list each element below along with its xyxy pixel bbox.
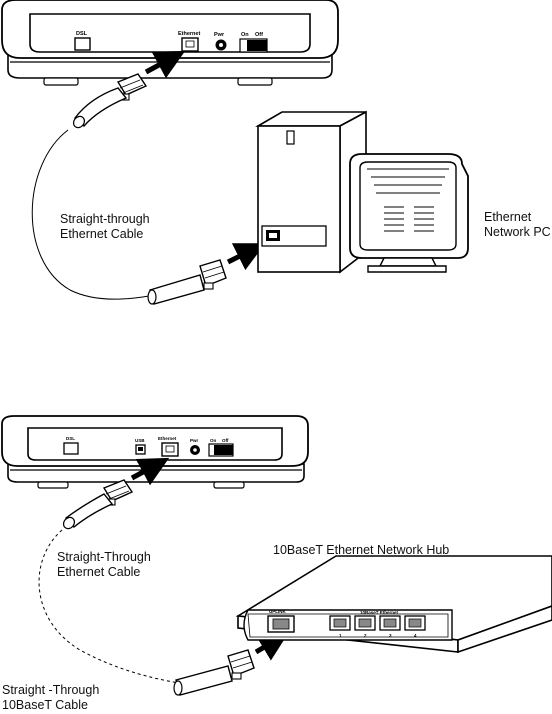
hub-port-3 [380,616,400,630]
off-label-2: Off [222,438,229,443]
uplink-label: UPLINK [269,609,287,614]
dsl-port-label-2: DSL [66,436,75,441]
usb-port-label: USB [135,438,145,443]
hub-title: 10BaseT Ethernet Network Hub [273,543,449,558]
bottom-label-line-1: Straight -Through [2,683,99,698]
network-hub: UPLINK 10BaseT Ethernet 1 2 3 4 [238,556,552,652]
ethernet-port [182,38,198,51]
dsl-port-label: DSL [76,31,88,37]
cable-plug-2a [61,480,132,531]
cable-label-2-line-2: Ethernet Cable [57,565,140,580]
pc-monitor [350,154,468,272]
off-label: Off [255,32,263,38]
hub-port-2 [355,616,375,630]
cable-plug-1a [71,74,146,130]
arrow-to-hub [256,640,276,652]
pwr-label-2: Pwr [190,438,199,443]
cable-label-2-line-1: Straight-Through [57,550,151,565]
cable-plug-1b [148,260,226,304]
pwr-label: Pwr [214,32,225,38]
ethernet-port-label-2: Ethernet [158,436,177,441]
arrow-to-pc [228,250,252,262]
cable-label-1-line-1: Straight-through [60,212,150,227]
on-label: On [241,32,249,38]
hub-port-group-label: 10BaseT Ethernet [360,610,399,615]
modem-1: DSL Ethernet Pwr On Off [2,0,338,85]
on-label-2: On [210,438,217,443]
hub-port-1 [330,616,350,630]
cable-plug-2b [174,650,254,695]
pc-label-line-1: Ethernet [484,210,531,225]
hub-port-4 [405,616,425,630]
ethernet-port-label: Ethernet [178,31,200,37]
dsl-port [75,38,90,50]
cable-label-1-line-2: Ethernet Cable [60,227,143,242]
pc-label-line-2: Network PC [484,225,551,240]
modem-2: DSL USB Ethernet Pwr On Off [2,416,308,488]
bottom-label-line-2: 10BaseT Cable [2,698,88,713]
